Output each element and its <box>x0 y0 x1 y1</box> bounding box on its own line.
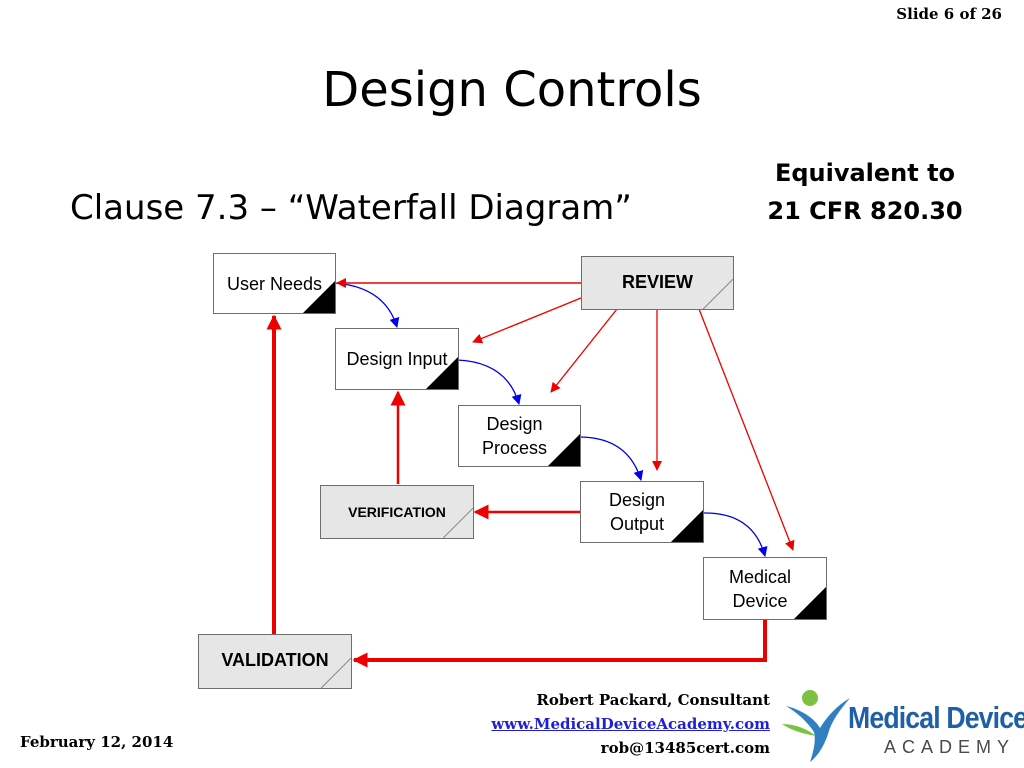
slide-title: Design Controls <box>322 62 702 118</box>
author-name: Robert Packard, Consultant <box>536 691 770 709</box>
arrow-design-process-to-design-output <box>578 436 644 481</box>
node-verification: VERIFICATION <box>320 485 474 539</box>
node-design-output: Design Output <box>580 481 704 543</box>
website-link[interactable]: www.MedicalDeviceAcademy.com <box>491 715 770 733</box>
node-review: REVIEW <box>581 256 734 310</box>
node-design-process-line-1: Design <box>486 414 543 434</box>
node-corner-marker <box>794 587 826 619</box>
node-user-needs: User Needs <box>213 253 336 314</box>
academy-logo-icon <box>782 690 850 762</box>
equivalent-note: Equivalent to 21 CFR 820.30 <box>740 154 990 230</box>
slide-subtitle: Clause 7.3 – “Waterfall Diagram” <box>70 188 632 228</box>
arrow-design-input-to-design-process <box>456 359 522 405</box>
node-design-output-line-1: Design <box>608 490 666 510</box>
node-design-input-label: Design Input <box>346 349 448 369</box>
slide-number: Slide 6 of 26 <box>896 5 1002 23</box>
logo-subtitle: ACADEMY <box>884 737 1016 757</box>
arrow-review-to-design-input <box>472 297 582 344</box>
footer-date: February 12, 2014 <box>20 733 174 751</box>
node-corner-marker <box>703 279 733 309</box>
equivalent-line-1: Equivalent to <box>774 159 956 187</box>
node-corner-marker <box>303 281 335 313</box>
node-corner-marker <box>443 508 473 538</box>
contact-block: Robert Packard, Consultant www.MedicalDe… <box>491 688 770 760</box>
node-design-process-line-2: Process <box>481 438 548 458</box>
node-corner-marker <box>548 434 580 466</box>
email-address: rob@13485cert.com <box>600 739 770 757</box>
node-review-label: REVIEW <box>621 272 693 292</box>
node-design-input: Design Input <box>335 328 459 390</box>
arrow-medical-device-to-validation <box>352 619 767 668</box>
node-design-process: Design Process <box>458 405 581 467</box>
equivalent-line-2: 21 CFR 820.30 <box>767 197 963 225</box>
node-verification-label: VERIFICATION <box>348 504 446 520</box>
arrow-review-to-medical-device <box>698 308 795 551</box>
node-corner-marker <box>426 357 458 389</box>
node-validation: VALIDATION <box>198 634 352 689</box>
logo-wordmark: Medical Device <box>848 700 1024 735</box>
node-design-output-line-2: Output <box>609 514 665 534</box>
node-medical-device-line-1: Medical <box>728 566 792 587</box>
node-user-needs-label: User Needs <box>226 274 323 294</box>
node-validation-label: VALIDATION <box>221 650 329 670</box>
node-corner-marker <box>671 510 703 542</box>
node-medical-device: Medical Device <box>703 557 827 620</box>
arrow-user-needs-to-design-input <box>334 282 400 328</box>
arrow-design-output-to-medical-device <box>702 512 768 557</box>
node-medical-device-line-2: Device <box>732 590 788 611</box>
arrow-review-to-design-process <box>550 308 618 393</box>
node-corner-marker <box>321 658 351 688</box>
